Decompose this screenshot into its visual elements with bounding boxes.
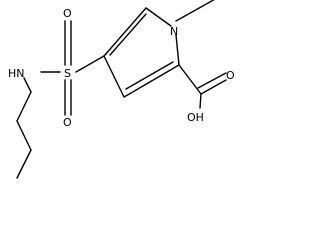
- chemical-structure: HN S O O N OH O: [8, 0, 235, 179]
- bond-n1-methyl: [175, 0, 215, 22]
- bond-carbonyl-b: [197, 72, 227, 89]
- bond-c4-c5: [103, 7, 147, 57]
- bond-chain-c3-c2: [16, 120, 32, 151]
- atom-o-bottom: O: [63, 116, 72, 129]
- bond-c5-n1: [145, 7, 172, 27]
- bond-chain-c1-n: [23, 77, 32, 93]
- atom-oh: OH: [187, 111, 204, 124]
- bond-c2-c3-double: [125, 61, 174, 90]
- bond-c2-carboxyl: [178, 64, 202, 95]
- atom-hn: HN: [8, 67, 25, 80]
- bond-c-oh: [199, 93, 202, 109]
- bond-s-ring: [75, 55, 105, 73]
- atom-o-top: O: [63, 7, 72, 20]
- atom-n-ring: N: [170, 25, 178, 38]
- atom-o-carbonyl: O: [226, 69, 235, 82]
- structure-canvas: HN S O O N OH O: [8, 0, 235, 179]
- bond-n1-c2: [175, 34, 180, 66]
- bond-c4-c5-double: [109, 13, 147, 56]
- bond-chain-c4-c3: [16, 149, 32, 179]
- atom-s: S: [64, 67, 71, 80]
- bond-c3-c4: [103, 55, 125, 98]
- bond-carbonyl-a: [200, 79, 227, 95]
- bond-chain-c2-c1: [16, 91, 32, 122]
- bond-c2-c3: [123, 64, 180, 98]
